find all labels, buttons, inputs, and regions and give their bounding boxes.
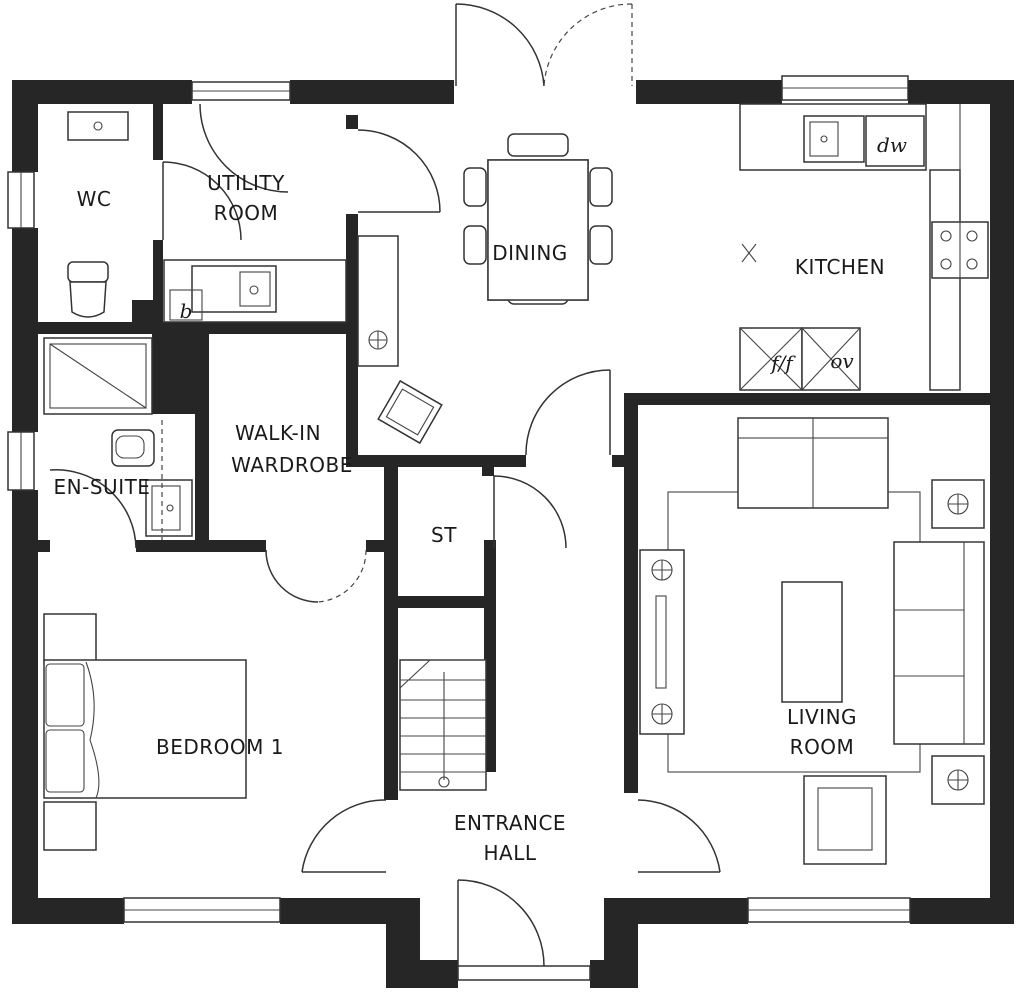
label-wc: WC — [77, 187, 112, 211]
ensuite-fixtures — [43, 337, 193, 540]
label-store: ST — [431, 523, 457, 547]
doors — [49, 3, 721, 967]
external-walls — [12, 80, 1014, 988]
windows — [7, 75, 911, 981]
appliance-labels: dw f/f ov b — [180, 133, 907, 375]
lamp-icons — [651, 493, 969, 791]
internal-walls — [38, 104, 1004, 800]
label-dishwasher: dw — [877, 133, 907, 157]
living-furniture — [639, 417, 985, 865]
label-bedroom: BEDROOM 1 — [156, 735, 284, 759]
kitchen-units — [739, 103, 989, 391]
label-boiler: b — [180, 299, 193, 323]
label-oven: ov — [830, 349, 854, 373]
label-fridge-freezer: f/f — [769, 351, 796, 375]
label-utility-1: UTILITY — [207, 171, 285, 195]
bedroom-furniture — [43, 613, 247, 851]
label-living-1: LIVING — [787, 705, 857, 729]
label-ensuite: EN-SUITE — [54, 475, 151, 499]
staircase — [399, 659, 487, 791]
room-labels: WC UTILITY ROOM DINING KITCHEN WALK-IN W… — [54, 171, 885, 865]
utility-fixtures — [163, 259, 347, 323]
label-walkin-2: WARDROBE — [231, 453, 353, 477]
label-kitchen: KITCHEN — [795, 255, 885, 279]
label-living-2: ROOM — [790, 735, 855, 759]
label-hall-2: HALL — [483, 841, 536, 865]
dining-armchair — [377, 379, 443, 445]
label-hall-1: ENTRANCE — [454, 811, 566, 835]
wc-fixtures — [67, 111, 129, 318]
label-utility-2: ROOM — [214, 201, 279, 225]
label-walkin-1: WALK-IN — [235, 421, 321, 445]
label-dining: DINING — [492, 241, 568, 265]
dining-table — [463, 133, 613, 305]
